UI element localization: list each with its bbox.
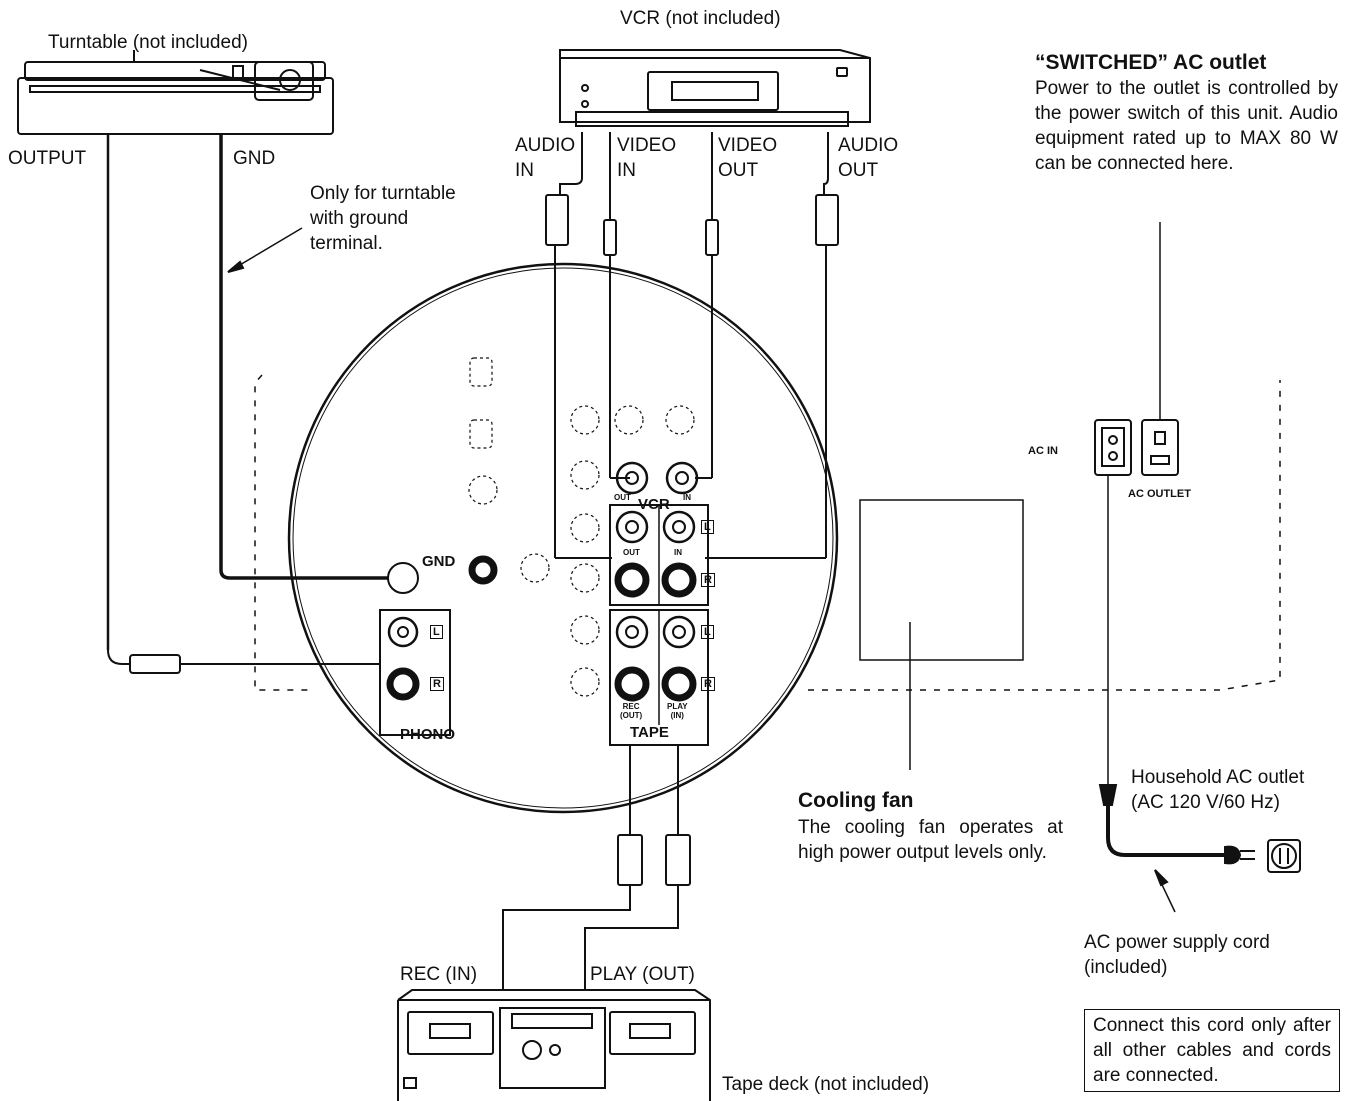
panel-phono-label: PHONO (400, 726, 456, 743)
vcr-audio-in-label: AUDIO IN (515, 135, 576, 181)
panel-gnd-label: GND (422, 553, 456, 570)
turntable-gnd-label: GND (233, 148, 276, 169)
switched-outlet-title: “SWITCHED” AC outlet (1035, 51, 1267, 74)
vcr-video-in-label: VIDEO IN (617, 135, 677, 181)
vcr-video-jacks (615, 461, 699, 495)
ground-note: Only for turntable with ground terminal. (310, 183, 456, 254)
panel-vcr-out-label: OUT (614, 493, 631, 502)
turntable-ground-cable (219, 134, 388, 580)
panel-vcr-label: VCR (638, 496, 670, 513)
magnified-panel-circle (287, 262, 839, 814)
tape-rec-in-label: REC (IN) (400, 964, 478, 985)
cooling-fan-box (859, 499, 1024, 661)
vcr-label: VCR (not included) (620, 8, 781, 29)
turntable-output-cable (106, 134, 380, 674)
cooling-fan-text: The cooling fan operates at high power o… (798, 817, 1063, 863)
panel-tape-label: TAPE (630, 724, 669, 741)
ac-in-socket (1094, 419, 1132, 476)
tape-l-badge: L (701, 625, 714, 639)
tape-deck-label: Tape deck (not included) (722, 1074, 930, 1095)
switched-outlet-text: Power to the outlet is controlled by the… (1035, 78, 1338, 174)
cooling-fan-title: Cooling fan (798, 789, 914, 812)
phono-l-badge: L (430, 625, 443, 639)
tape-deck-drawing (397, 989, 711, 1101)
rear-panel-outline (254, 374, 1281, 691)
connect-note: Connect this cord only after all other c… (1084, 1009, 1340, 1092)
faded-jacks (468, 357, 695, 697)
turntable-label: Turntable (not included) (48, 32, 248, 53)
tape-r-badge: R (701, 677, 715, 691)
household-outlet-label: Household AC outlet (AC 120 V/60 Hz) (1131, 767, 1305, 813)
vcr-drawing (559, 49, 871, 127)
panel-play-label: PLAY (IN) (667, 702, 688, 720)
power-cord-label: AC power supply cord (included) (1084, 932, 1270, 978)
panel-rec-label: REC (OUT) (620, 702, 643, 720)
ac-in-label: AC IN (1028, 445, 1058, 457)
vcr-video-out-label: VIDEO OUT (718, 135, 778, 181)
tape-cables (502, 745, 691, 990)
turntable-output-label: OUTPUT (8, 148, 87, 169)
turntable-drawing (17, 50, 334, 135)
vcr-l-badge: L (701, 520, 714, 534)
ac-outlet-label: AC OUTLET (1128, 488, 1191, 500)
vcr-audio-jacks (614, 510, 697, 598)
vcr-r-badge: R (701, 573, 715, 587)
panel-vcr-in-label: IN (683, 493, 691, 502)
phono-r-badge: R (430, 677, 444, 691)
gnd-terminal (387, 562, 419, 594)
ac-outlet-socket (1141, 419, 1179, 476)
panel-audio-out-label: OUT (623, 548, 640, 557)
panel-audio-in-label: IN (674, 548, 682, 557)
power-cord (1098, 475, 1301, 873)
phono-jacks (386, 616, 420, 701)
vcr-audio-out-label: AUDIO OUT (838, 135, 899, 181)
tape-jacks (614, 615, 697, 702)
tape-play-out-label: PLAY (OUT) (590, 964, 695, 985)
vcr-cables (545, 132, 839, 559)
